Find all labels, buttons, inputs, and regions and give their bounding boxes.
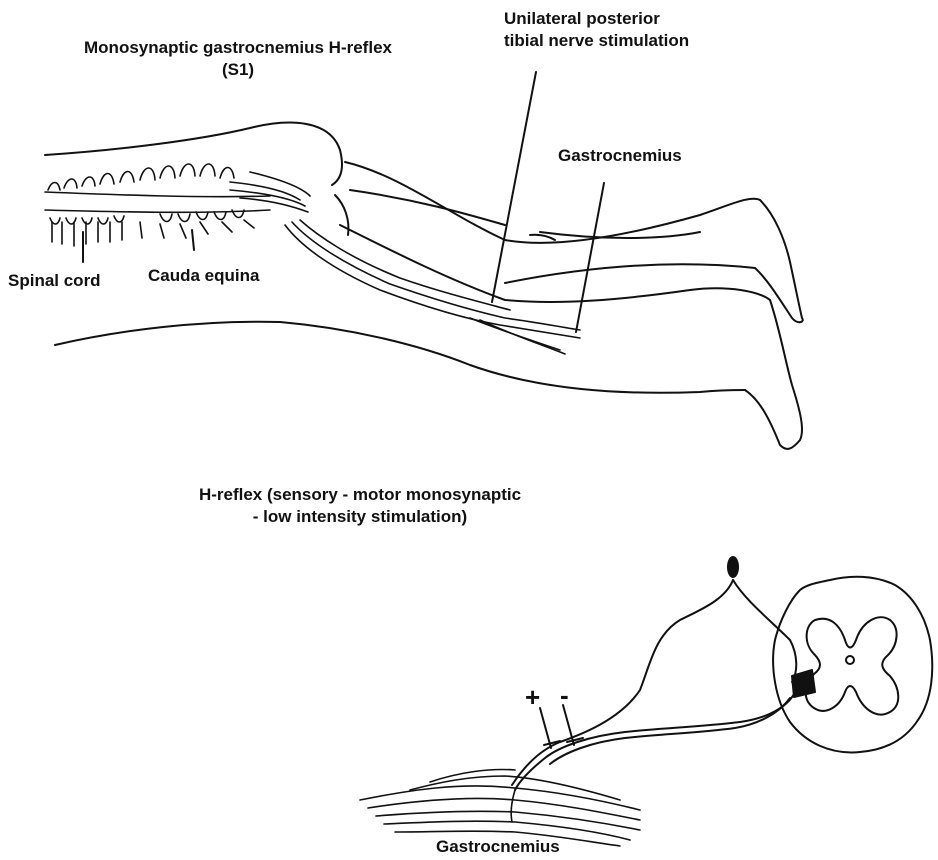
top-title-line2: (S1) [28,59,448,81]
gastrocnemius-bottom-label: Gastrocnemius [436,836,560,858]
leader-lines [83,72,604,332]
bottom-title-line1: H-reflex (sensory - motor monosynaptic [130,484,590,506]
cauda-equina-pointer-line [192,230,194,250]
cauda-equina-label: Cauda equina [148,265,259,287]
stimulation-label-line2: tibial nerve stimulation [504,30,689,52]
stimulation-pointer-line [492,72,536,302]
top-title: Monosynaptic gastrocnemius H-reflex (S1) [28,37,448,81]
electrode-plus-pin [540,708,551,748]
stimulation-label-line1: Unilateral posterior [504,8,689,30]
bottom-title-line2: - low intensity stimulation) [130,506,590,528]
gastrocnemius-pointer-line [576,183,604,332]
nerve-fibres [512,580,796,790]
top-title-line1: Monosynaptic gastrocnemius H-reflex [28,37,448,59]
stimulation-label: Unilateral posterior tibial nerve stimul… [504,8,689,52]
electrode-plus-label: + [525,686,540,708]
bottom-title: H-reflex (sensory - motor monosynaptic -… [130,484,590,528]
dorsal-root-ganglion [728,557,738,577]
gastrocnemius-muscle-sketch [360,770,640,847]
central-canal [846,656,854,664]
gastrocnemius-top-label: Gastrocnemius [558,145,682,167]
electrode-minus-label: - [560,684,569,706]
spinal-cord-label: Spinal cord [8,270,101,292]
